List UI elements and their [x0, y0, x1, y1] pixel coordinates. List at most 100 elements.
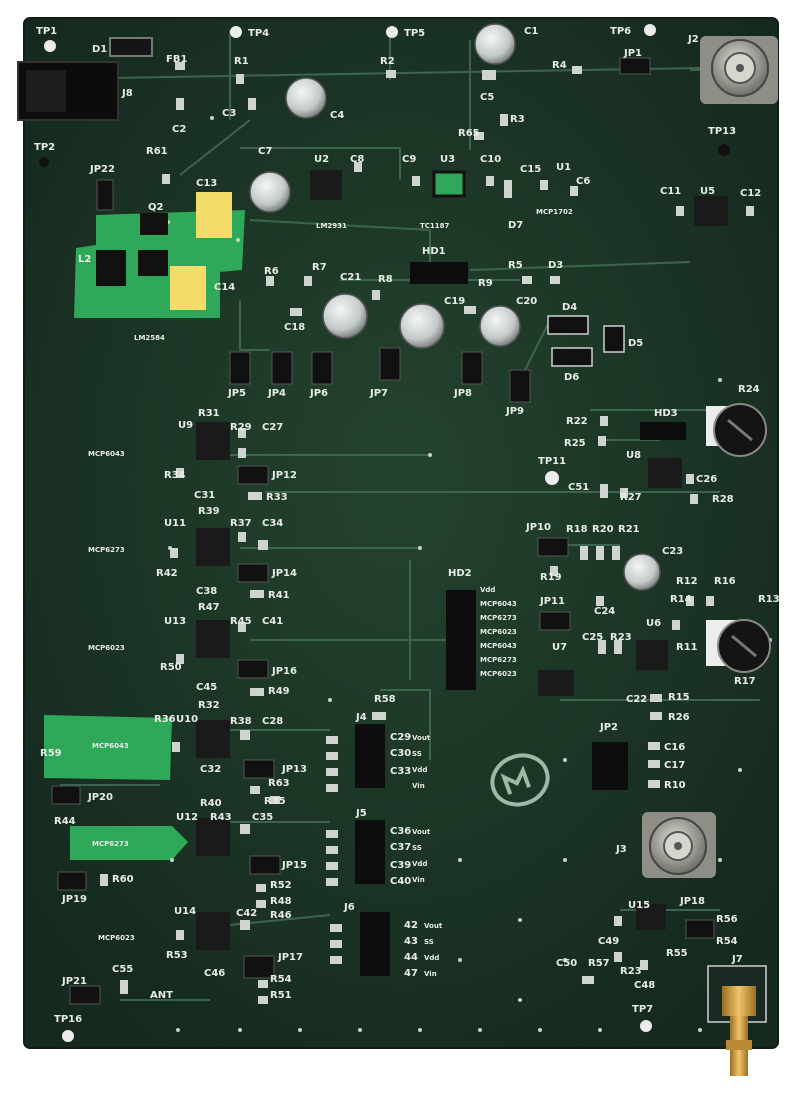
- label-r55: R55: [666, 948, 688, 959]
- label-c44: 44: [404, 952, 418, 963]
- label-r19: R19: [540, 572, 562, 583]
- pin-headers: [355, 262, 686, 976]
- label-r8: R8: [378, 274, 393, 285]
- label-u5: U5: [700, 186, 715, 197]
- label-jp1: JP1: [623, 48, 642, 59]
- label-r34: R34: [164, 470, 186, 481]
- label-r52: R52: [270, 880, 292, 891]
- label-c28: C28: [262, 716, 283, 727]
- label-r63: R63: [268, 778, 290, 789]
- potentiometer-r13: [706, 619, 771, 673]
- label-c34: C34: [262, 518, 283, 529]
- label-tp6: TP6: [610, 26, 631, 37]
- label-r40: R40: [200, 798, 222, 809]
- label-tp1: TP1: [36, 26, 57, 37]
- label-r41: R41: [268, 590, 290, 601]
- label-c55: C55: [112, 964, 133, 975]
- j6-pin-2: Vdd: [424, 954, 439, 962]
- label-u9: U9: [178, 420, 193, 431]
- label-c43: 43: [404, 936, 418, 947]
- label-r12: R12: [676, 576, 698, 587]
- label-u14: U14: [174, 906, 196, 917]
- label-r57: R57: [588, 958, 610, 969]
- label-c18: C18: [284, 322, 305, 333]
- label-c38: C38: [196, 586, 217, 597]
- label-c48: C48: [634, 980, 655, 991]
- label-c23: C23: [662, 546, 683, 557]
- label-r51: R51: [270, 990, 292, 1001]
- label-mcp6023-a: MCP6023: [88, 644, 125, 652]
- transistor-q2: [140, 213, 168, 235]
- label-jp9: JP9: [505, 406, 524, 417]
- smd-passives: [100, 62, 754, 1004]
- label-r31: R31: [198, 408, 220, 419]
- label-c30: C30: [390, 748, 411, 759]
- j5-pin-0: Vout: [412, 828, 431, 836]
- potentiometer-r24: [706, 403, 767, 457]
- label-mcp1702: MCP1702: [536, 208, 573, 216]
- label-u15: U15: [628, 900, 650, 911]
- test-point-tp16: [62, 1030, 74, 1042]
- label-j7: J7: [731, 954, 743, 965]
- label-hd1: HD1: [422, 246, 446, 257]
- hd2-row-2: MCP6023: [480, 628, 517, 636]
- label-jp5: JP5: [227, 388, 246, 399]
- label-jp2: JP2: [599, 722, 618, 733]
- label-hd2: HD2: [448, 568, 472, 579]
- label-r46: R46: [270, 910, 292, 921]
- hd2-row-0: MCP6043: [480, 600, 517, 608]
- label-jp10: JP10: [525, 522, 551, 533]
- diodes: [547, 315, 625, 367]
- label-r13: R13: [758, 594, 780, 605]
- test-point-tp4: [230, 26, 242, 38]
- label-r28: R28: [712, 494, 734, 505]
- label-r9: R9: [478, 278, 493, 289]
- label-c42b: 42: [404, 920, 418, 931]
- label-c50: C50: [556, 958, 577, 969]
- label-r4: R4: [552, 60, 567, 71]
- label-jp7: JP7: [369, 388, 388, 399]
- label-r60: R60: [112, 874, 134, 885]
- label-tp7: TP7: [632, 1004, 653, 1015]
- label-c9: C9: [402, 154, 416, 165]
- label-jp22: JP22: [89, 164, 115, 175]
- silkscreen-part-names: LM2584 LM2931 TC1187 MCP1702 MCP6043 MCP…: [88, 208, 573, 978]
- test-point-tp7: [640, 1020, 652, 1032]
- label-r39: R39: [198, 506, 220, 517]
- label-r35: R35: [264, 796, 286, 807]
- label-jp13: JP13: [281, 764, 307, 775]
- label-r26: R26: [668, 712, 690, 723]
- green-patch-mcp6273: [70, 826, 188, 860]
- label-lm2584: LM2584: [134, 334, 165, 342]
- label-c45: C45: [196, 682, 217, 693]
- label-mcp6023-b: MCP6023: [98, 934, 135, 942]
- label-c27: C27: [262, 422, 283, 433]
- label-r3: R3: [510, 114, 525, 125]
- label-tp5: TP5: [404, 28, 425, 39]
- hd2-row-5: MCP6023: [480, 670, 517, 678]
- j5-pin-2: Vdd: [412, 860, 427, 868]
- label-tp16: TP16: [54, 1014, 82, 1025]
- label-c20: C20: [516, 296, 537, 307]
- label-c5: C5: [480, 92, 494, 103]
- label-r5: R5: [508, 260, 523, 271]
- hd2-row-1: MCP6273: [480, 614, 517, 622]
- label-tp4: TP4: [248, 28, 269, 39]
- label-jp19: JP19: [61, 894, 87, 905]
- label-mcp6043-b: MCP6043: [92, 742, 129, 750]
- label-c39: C39: [390, 860, 411, 871]
- sma-connector-j7: [707, 965, 767, 1076]
- label-jp12: JP12: [271, 470, 297, 481]
- label-c36: C36: [390, 826, 411, 837]
- j4-pin-2: Vdd: [412, 766, 427, 774]
- label-j8: J8: [121, 88, 133, 99]
- capacitor-c13: [196, 192, 232, 238]
- label-r44: R44: [54, 816, 76, 827]
- green-patch-mcp6043: [44, 715, 172, 780]
- label-c35: C35: [252, 812, 273, 823]
- label-c17: C17: [664, 760, 685, 771]
- j4-pin-0: Vout: [412, 734, 431, 742]
- j5-pin-1: SS: [412, 844, 422, 852]
- test-point-tp6: [644, 24, 656, 36]
- label-jp20: JP20: [87, 792, 113, 803]
